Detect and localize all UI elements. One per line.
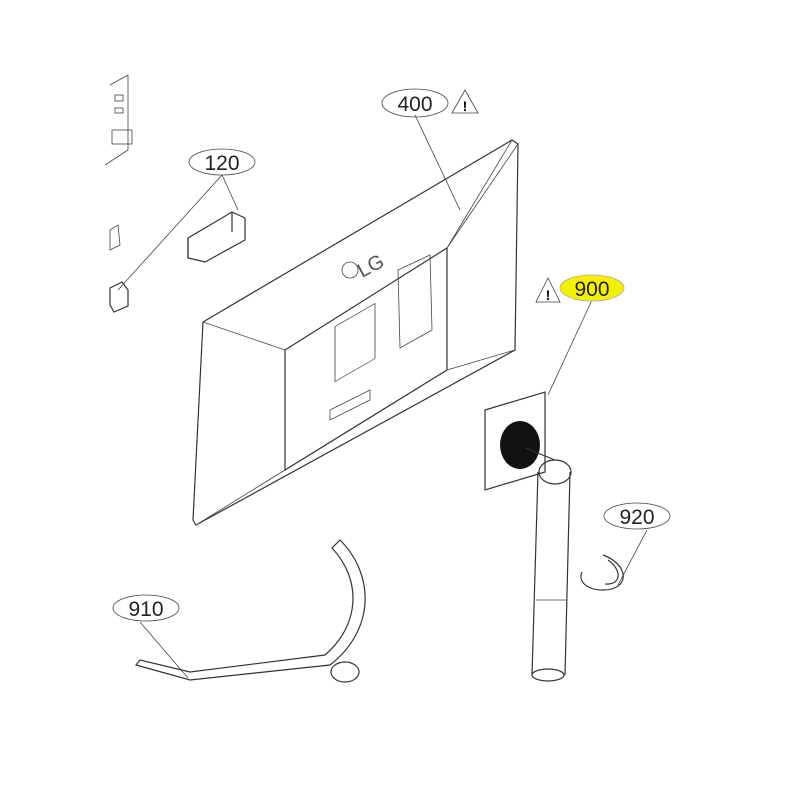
callout-910: 910 xyxy=(112,594,180,622)
part-910-base xyxy=(134,539,366,683)
callout-400: 400 ! xyxy=(381,88,479,118)
svg-text:400: 400 xyxy=(397,93,432,116)
warning-icon xyxy=(451,89,479,114)
leader-lines xyxy=(117,114,648,679)
warning-icon xyxy=(535,277,561,303)
part-900-stand xyxy=(484,391,572,682)
svg-text:920: 920 xyxy=(619,506,654,529)
svg-text:!: ! xyxy=(546,287,551,303)
lg-logo: LG xyxy=(354,250,388,282)
callout-120: 120 xyxy=(188,148,256,176)
part-920-clip xyxy=(580,554,624,591)
callout-920: 920 xyxy=(603,502,671,530)
part-120-clip xyxy=(109,211,246,313)
partial-board-part xyxy=(104,74,133,251)
svg-text:910: 910 xyxy=(128,598,163,621)
callout-900: 900 ! xyxy=(535,274,625,303)
svg-text:!: ! xyxy=(463,98,468,114)
part-400-monitor-back: LG xyxy=(192,139,519,526)
svg-text:900: 900 xyxy=(574,278,609,301)
svg-text:120: 120 xyxy=(204,152,239,175)
